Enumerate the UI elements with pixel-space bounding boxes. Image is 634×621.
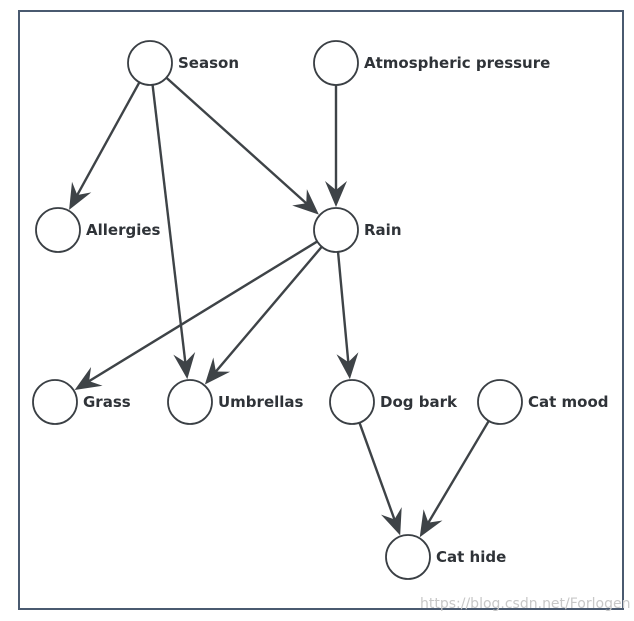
node-season-label: Season (178, 54, 239, 72)
node-umbrellas-label: Umbrellas (218, 393, 304, 411)
arrowhead-season-to-umbrellas (173, 352, 196, 380)
node-rain-circle (313, 207, 359, 253)
arrowhead-rain-to-grass (74, 367, 103, 390)
node-catmood: Cat mood (477, 379, 609, 425)
node-rain: Rain (313, 207, 402, 253)
node-grass-circle (32, 379, 78, 425)
edge-rain-to-umbrellas (211, 244, 324, 377)
edge-dogbark-to-cathide (357, 420, 398, 525)
arrowhead-season-to-allergies (69, 181, 92, 210)
node-dogbark: Dog bark (329, 379, 458, 425)
node-catmood-circle (477, 379, 523, 425)
node-allergies: Allergies (35, 207, 161, 253)
edge-rain-to-grass (84, 239, 320, 385)
node-season: Season (127, 40, 239, 86)
edge-rain-to-dogbark (336, 249, 350, 368)
node-dogbark-circle (329, 379, 375, 425)
diagram-frame (18, 10, 624, 610)
arrowhead-rain-to-umbrellas (204, 357, 231, 385)
node-grass-label: Grass (83, 393, 131, 411)
node-umbrellas: Umbrellas (167, 379, 304, 425)
watermark-text: https://blog.csdn.net/Forlogen (420, 596, 630, 612)
node-rain-label: Rain (364, 221, 402, 239)
arrowhead-pressure-to-rain (325, 181, 347, 207)
node-grass: Grass (32, 379, 131, 425)
node-cathide: Cat hide (385, 534, 506, 580)
arrowhead-rain-to-dogbark (336, 352, 359, 380)
node-allergies-label: Allergies (86, 221, 161, 239)
edges-layer (69, 75, 491, 538)
edge-catmood-to-cathide (424, 418, 491, 528)
node-season-circle (127, 40, 173, 86)
node-umbrellas-circle (167, 379, 213, 425)
node-pressure: Atmospheric pressure (313, 40, 550, 86)
edge-season-to-allergies (73, 79, 142, 200)
node-pressure-circle (313, 40, 359, 86)
node-catmood-label: Cat mood (528, 393, 609, 411)
edge-season-to-umbrellas (151, 82, 188, 368)
node-pressure-label: Atmospheric pressure (364, 54, 550, 72)
node-cathide-label: Cat hide (436, 548, 506, 566)
arrowhead-dogbark-to-cathide (381, 507, 402, 536)
arrowhead-season-to-rain (292, 189, 319, 215)
node-cathide-circle (385, 534, 431, 580)
arrowhead-catmood-to-cathide (419, 509, 443, 538)
node-dogbark-label: Dog bark (380, 393, 458, 411)
edge-season-to-rain (164, 75, 311, 208)
node-allergies-circle (35, 207, 81, 253)
